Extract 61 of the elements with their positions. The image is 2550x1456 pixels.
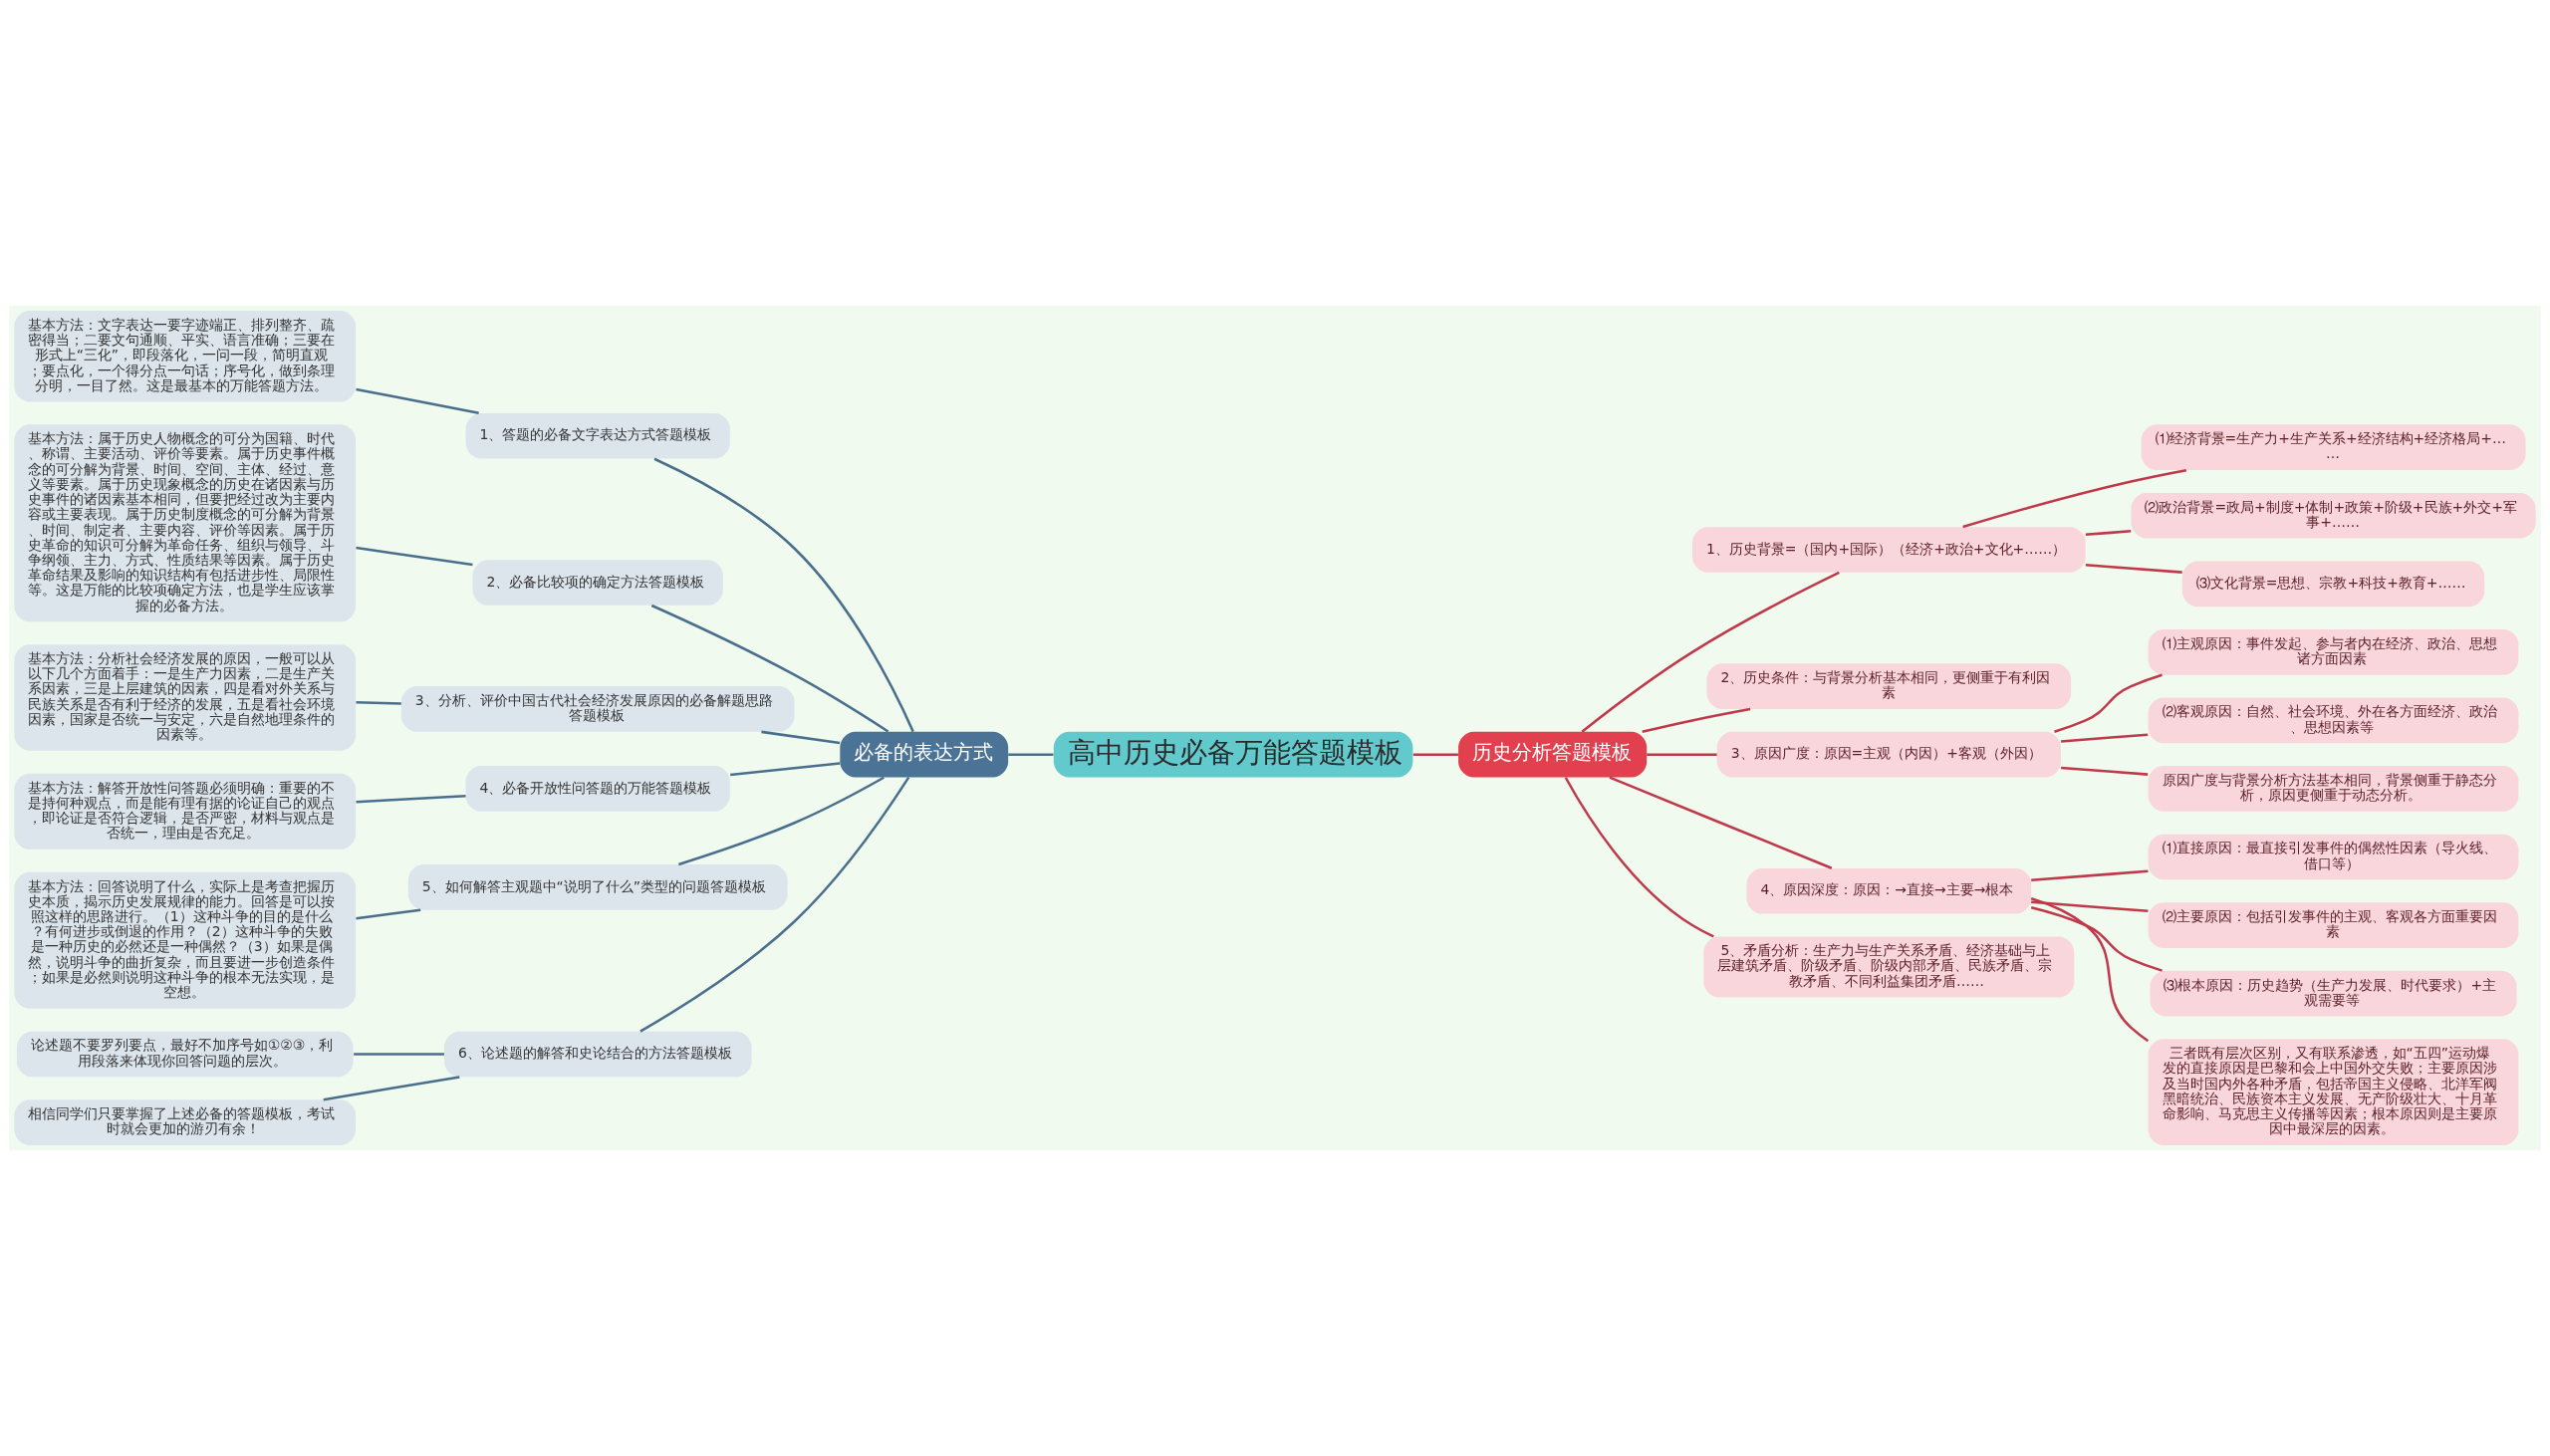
node-box: 基本方法：文字表达一要字迹端正、排列整齐、疏密得当；二要文句通顺、平实、语言准确；三要在形式上“三化”，即段落化，一问一段，简明直观；要点化，一个得分点一句话；序号化，做到条理分明，一目了然。这是最基本的万能答题方法。 <box>14 311 357 402</box>
connector <box>356 908 421 920</box>
node-box: ⑵政治背景=政局+制度+体制+政策+阶级+民族+外交+军事+…… <box>2131 492 2536 539</box>
node-box: 三者既有层次区别，又有联系渗透，如“五四”运动爆发的直接原因是巴黎和会上中国外交失败；主要原因涉及当时国内外各种矛盾，包括帝国主义侵略、北洋军阀黑暗统治、民族资本主义发展、无产阶级壮大、十月革命影响、马克思主义传播等因素；根本原因则是主要原因中最深层的因素。 <box>2148 1039 2519 1145</box>
node-box: 4、原因深度：原因：→直接→主要→根本 <box>1746 867 2032 914</box>
connector <box>1412 753 1458 756</box>
connector <box>2031 869 2149 882</box>
connector <box>1008 753 1054 756</box>
node-box: 4、必备开放性问答题的万能答题模板 <box>465 766 730 812</box>
connector <box>1647 753 1717 756</box>
connector <box>2061 733 2149 743</box>
connector <box>356 387 479 415</box>
node-box: ⑵客观原因：自然、社会环境、外在各方面经济、政治、思想因素等 <box>2148 697 2519 744</box>
node-box: ⑶文化背景=思想、宗教+科技+教育+…… <box>2181 561 2485 607</box>
connector <box>1564 777 1714 938</box>
connector <box>650 604 890 733</box>
node-box: 必备的表达方式 <box>840 731 1009 778</box>
connector <box>2061 766 2149 776</box>
node-box: 基本方法：解答开放性问答题必须明确：重要的不是持何种观点，而是能有理有据的论证自己的观点，即论证是否符合逻辑，是否严密，材料与观点是否统一，理由是否充足。 <box>14 773 357 849</box>
connector <box>677 776 885 866</box>
node-box: 3、分析、评价中国古代社会经济发展原因的必备解题思路答题模板 <box>400 686 795 732</box>
connector <box>2085 563 2182 574</box>
connector <box>639 776 910 1033</box>
node-box: 相信同学们只要掌握了上述必备的答题模板，考试时就会更加的游刃有余！ <box>14 1099 357 1145</box>
connector <box>653 457 914 733</box>
node-box: 3、原因广度：原因=主观（内因）+客观（外因） <box>1716 731 2061 778</box>
node-box: 基本方法：属于历史人物概念的可分为国籍、时代、称谓、主要活动、评价等要素。属于历史事件概念的可分解为背景、时间、空间、主体、经过、意义等要素。属于历史现象概念的历史在诸因素与历史事件的诸因素基本相同，但要把经过改为主要内容或主要表现。属于历史制度概念的可分解为背景、时间、制定者、主要内容、评价等因素。属于历史革命的知识可分解为革命任务、组织与领导、斗争纲领、主力、方式、性质结果等因素。属于历史革命结果及影响的知识结构有包括进步性、局限性等。这是万能的比较项确定方法，也是学生应该掌握的必备方法。 <box>14 424 357 622</box>
connector <box>1962 468 2187 529</box>
connector <box>1581 571 1840 733</box>
node-box: ⑴经济背景=生产力+生产关系+经济结构+经济格局+…… <box>2141 424 2526 471</box>
node-box: 5、如何解答主观题中“说明了什么”类型的问题答题模板 <box>407 864 788 910</box>
node-box: 1、历史背景=（国内+国际）（经济+政治+文化+……） <box>1691 527 2086 573</box>
node-box: 2、必备比较项的确定方法答题模板 <box>472 560 723 606</box>
connector <box>2030 897 2150 1043</box>
connector <box>356 794 466 804</box>
node-box: 基本方法：分析社会经济发展的原因，一般可以从以下几个方面着手：一是生产力因素，二是生产关系因素，三是上层建筑的因素，四是看对外关系与民族关系是否有利于经济的发展，五是看社会环境因素，国家是否统一与安定，六是自然地理条件的因素等。 <box>14 644 357 751</box>
connector <box>1642 707 1751 734</box>
node-box: 5、矛盾分析：生产力与生产关系矛盾、经济基础与上层建筑矛盾、阶级矛盾、阶级内部矛盾、民族矛盾、宗教矛盾、不同利益集团矛盾…… <box>1703 936 2075 998</box>
node-box: ⑴主观原因：事件发起、参与者内在经济、政治、思想诸方面因素 <box>2148 629 2519 675</box>
connector <box>2030 906 2163 972</box>
connector <box>354 1053 444 1056</box>
node-box: 1、答题的必备文字表达方式答题模板 <box>465 412 730 459</box>
node-box: 基本方法：回答说明了什么，实际上是考查把握历史本质，揭示历史发展规律的能力。回答是可以按照这样的思路进行。（1）这种斗争的目的是什么？有何进步或倒退的作用？（2）这种斗争的失败是一种历史的必然还是一种偶然？（3）如果是偶然，说明斗争的曲折复杂，而且要进一步创造条件；如果是必然则说明这种斗争的根本无法实现，是空想。 <box>14 871 357 1009</box>
connector <box>356 546 473 567</box>
node-box: 历史分析答题模板 <box>1458 731 1648 778</box>
node-box: ⑵主要原因：包括引发事件的主观、客观各方面重要因素 <box>2148 902 2519 948</box>
node-box: ⑴直接原因：最直接引发事件的偶然性因素（导火线、借口等） <box>2148 834 2519 880</box>
connector <box>2085 530 2132 537</box>
node-box: 原因广度与背景分析方法基本相同，背景侧重于静态分析，原因更侧重于动态分析。 <box>2148 766 2519 812</box>
node-box: 论述题不要罗列要点，最好不加序号如①②③，利用段落来体现你回答问题的层次。 <box>16 1031 354 1078</box>
connector <box>356 701 401 705</box>
node-box: ⑶根本原因：历史趋势（生产力发展、时代要求）+主观需要等 <box>2150 970 2517 1017</box>
node-box: 2、历史条件：与背景分析基本相同，更侧重于有利因素 <box>1706 663 2072 709</box>
connector <box>730 762 841 777</box>
connector <box>761 730 841 745</box>
node-box: 6、论述题的解答和史论结合的方法答题模板 <box>443 1031 752 1078</box>
connector <box>2054 673 2163 733</box>
connector <box>2031 900 2149 912</box>
connector <box>1609 776 1833 869</box>
connector <box>323 1076 460 1101</box>
node-box: 高中历史必备万能答题模板 <box>1053 731 1413 778</box>
